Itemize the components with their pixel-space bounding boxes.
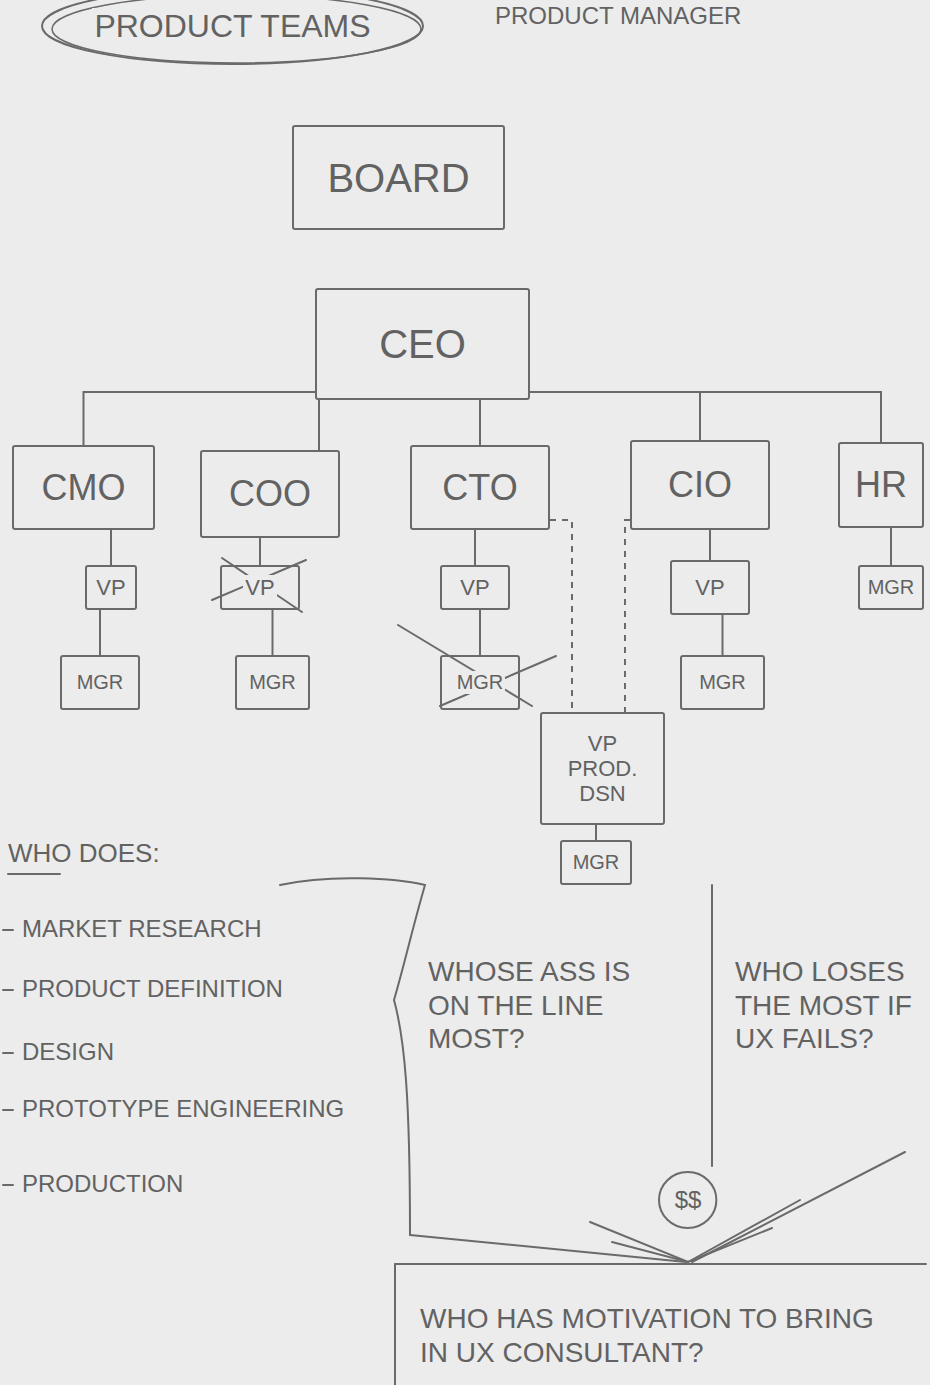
brace bbox=[280, 878, 425, 1235]
node-text: $$ bbox=[673, 1186, 704, 1214]
reporting-line bbox=[259, 538, 261, 565]
reporting-line bbox=[272, 610, 274, 655]
bullet-dash bbox=[3, 1184, 13, 1186]
node-text: MGR bbox=[455, 671, 506, 694]
reporting-line bbox=[318, 400, 320, 450]
note-text: PROTOTYPE ENGINEERING bbox=[22, 1095, 344, 1122]
manager-box: MGR bbox=[560, 840, 632, 885]
reporting-line bbox=[722, 615, 724, 655]
list-item: PRODUCTION bbox=[22, 1170, 382, 1199]
reporting-line bbox=[479, 610, 481, 655]
exec-box: CEO bbox=[315, 288, 530, 400]
exec-box: CIO bbox=[630, 440, 770, 530]
manager-box: MGR bbox=[440, 655, 520, 710]
team-ellipse: PRODUCT TEAMS bbox=[40, 0, 425, 66]
reporting-line bbox=[110, 530, 112, 565]
list-item: PRODUCT DEFINITION bbox=[22, 975, 382, 1004]
list-item: PROTOTYPE ENGINEERING bbox=[22, 1095, 382, 1124]
node-text: PROD. DSN bbox=[558, 756, 647, 807]
manager-box: MGR bbox=[235, 655, 310, 710]
note-text: WHO DOES: bbox=[8, 838, 160, 868]
rule-line bbox=[394, 1264, 396, 1385]
node-text: HR bbox=[853, 464, 909, 505]
node-text: MGR bbox=[75, 671, 126, 694]
note-text: PRODUCT MANAGER bbox=[495, 2, 741, 29]
bullet-dash bbox=[3, 1109, 13, 1111]
bullet-dash bbox=[3, 929, 13, 931]
cross-out bbox=[440, 656, 556, 706]
node-text: CTO bbox=[440, 467, 519, 508]
node-text: CEO bbox=[377, 321, 468, 367]
node-text: MGR bbox=[866, 576, 917, 599]
note-text: MARKET RESEARCH bbox=[22, 915, 262, 942]
vp-box: VP bbox=[440, 565, 510, 610]
manager-box: MGR bbox=[858, 565, 925, 610]
question-note: WHOSE ASS IS ON THE LINE MOST? bbox=[428, 955, 668, 1056]
reporting-line bbox=[709, 530, 711, 560]
node-text: CMO bbox=[40, 467, 128, 508]
exec-box: CTO bbox=[410, 445, 550, 530]
question-note: WHO HAS MOTIVATION TO BRING IN UX CONSUL… bbox=[420, 1302, 890, 1369]
underline bbox=[8, 873, 60, 875]
node-text: MGR bbox=[247, 671, 298, 694]
node-text: PRODUCT TEAMS bbox=[92, 8, 372, 45]
chevron bbox=[612, 1228, 772, 1262]
converge-line bbox=[692, 1152, 905, 1262]
node-text: VP bbox=[586, 731, 619, 756]
board-box: BOARD bbox=[292, 125, 505, 230]
divider-line bbox=[711, 885, 713, 1166]
exec-box: CMO bbox=[12, 445, 155, 530]
note-text: WHOSE ASS IS ON THE LINE MOST? bbox=[428, 956, 630, 1054]
node-text: BOARD bbox=[325, 155, 471, 201]
outline bbox=[42, 0, 423, 64]
manager-box: MGR bbox=[680, 655, 765, 710]
list-heading: WHO DOES: bbox=[8, 838, 228, 869]
reporting-line bbox=[84, 392, 316, 445]
reporting-line bbox=[890, 528, 892, 565]
vp-box: VP bbox=[220, 565, 300, 610]
bullet-dash bbox=[3, 1052, 13, 1054]
node-text: VP bbox=[693, 575, 726, 600]
reporting-line bbox=[474, 530, 476, 565]
node-text: COO bbox=[227, 473, 313, 514]
node-text: MGR bbox=[697, 671, 748, 694]
node-text: CIO bbox=[666, 464, 734, 505]
money-circle: $$ bbox=[657, 1170, 718, 1230]
exec-box: COO bbox=[200, 450, 340, 538]
reporting-line bbox=[99, 610, 101, 655]
vp-box: VP bbox=[670, 560, 750, 615]
question-note: WHO LOSES THE MOST IF UX FAILS? bbox=[735, 955, 920, 1056]
rule-line bbox=[395, 1263, 926, 1265]
vp-box: VPPROD. DSN bbox=[540, 712, 665, 825]
note-text: PRODUCTION bbox=[22, 1170, 183, 1197]
cross-out bbox=[398, 625, 532, 706]
bullet-dash bbox=[3, 989, 13, 991]
exec-box: HR bbox=[838, 442, 924, 528]
dotted-reporting-line bbox=[550, 520, 572, 712]
note-text: WHO LOSES THE MOST IF UX FAILS? bbox=[735, 956, 912, 1054]
list-item: DESIGN bbox=[22, 1038, 382, 1067]
outline bbox=[52, 0, 421, 63]
converge-line bbox=[410, 1235, 686, 1262]
reporting-line bbox=[595, 825, 597, 840]
outline bbox=[659, 1172, 716, 1228]
node-text: VP bbox=[458, 575, 491, 600]
vp-box: VP bbox=[85, 565, 137, 610]
node-text: VP bbox=[243, 575, 276, 600]
dotted-reporting-line bbox=[625, 520, 630, 712]
node-text: VP bbox=[94, 575, 127, 600]
reporting-line bbox=[530, 392, 881, 442]
node-text: MGR bbox=[571, 851, 622, 874]
manager-box: MGR bbox=[60, 655, 140, 710]
note-text: DESIGN bbox=[22, 1038, 114, 1065]
list-item: MARKET RESEARCH bbox=[22, 915, 382, 944]
reporting-line bbox=[479, 400, 481, 445]
note-text: WHO HAS MOTIVATION TO BRING IN UX CONSUL… bbox=[420, 1303, 874, 1368]
reporting-line bbox=[530, 392, 700, 440]
note-text: PRODUCT DEFINITION bbox=[22, 975, 283, 1002]
heading-note: PRODUCT MANAGER bbox=[495, 2, 815, 31]
